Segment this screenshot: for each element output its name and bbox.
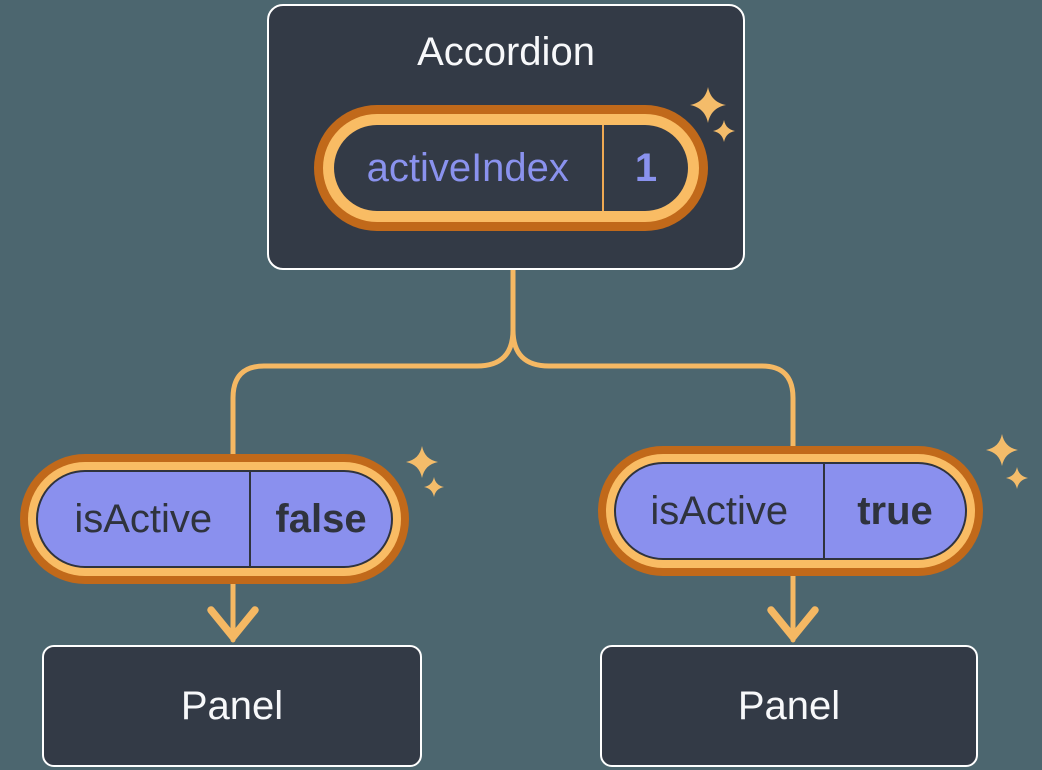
arrowhead-left-icon <box>207 606 259 641</box>
connector-branch-right <box>510 327 796 643</box>
connector-branch-left <box>230 327 516 643</box>
prop-pill-right-ring: isActive true <box>606 454 975 568</box>
prop-pill-left: isActive false <box>20 454 409 584</box>
prop-pill-right-body: isActive true <box>614 462 967 560</box>
prop-pill-left-divider <box>248 472 251 566</box>
prop-pill-right-label: isActive <box>650 488 789 533</box>
sparkle-icon <box>1006 467 1028 489</box>
prop-pill-right: isActive true <box>598 446 983 576</box>
panel-box-right: Panel <box>600 645 978 767</box>
panel-right-title: Panel <box>737 683 841 728</box>
arrowhead-right-icon <box>767 606 819 641</box>
panel-left-title: Panel <box>180 683 284 728</box>
prop-pill-left-body: isActive false <box>36 470 393 568</box>
prop-pill-right-value: true <box>857 488 933 533</box>
state-pill: activeIndex 1 <box>314 105 708 231</box>
state-pill-value: 1 <box>634 145 658 190</box>
panel-box-left: Panel <box>42 645 422 767</box>
prop-pill-left-value: false <box>275 496 367 541</box>
state-pill-divider <box>601 125 604 211</box>
sparkle-icon <box>690 87 726 123</box>
prop-pill-left-label: isActive <box>74 496 213 541</box>
sparkle-icon <box>986 434 1018 466</box>
state-pill-ring: activeIndex 1 <box>323 114 699 222</box>
prop-pill-right-divider <box>822 464 825 558</box>
state-pill-label: activeIndex <box>366 145 569 190</box>
sparkle-icon <box>406 446 438 478</box>
state-pill-body: activeIndex 1 <box>334 125 688 211</box>
accordion-component-box: Accordion activeIndex 1 <box>267 4 745 270</box>
sparkle-icon <box>424 477 444 497</box>
prop-pill-left-ring: isActive false <box>28 462 401 576</box>
accordion-title: Accordion <box>417 30 595 74</box>
sparkle-icon <box>713 120 735 142</box>
